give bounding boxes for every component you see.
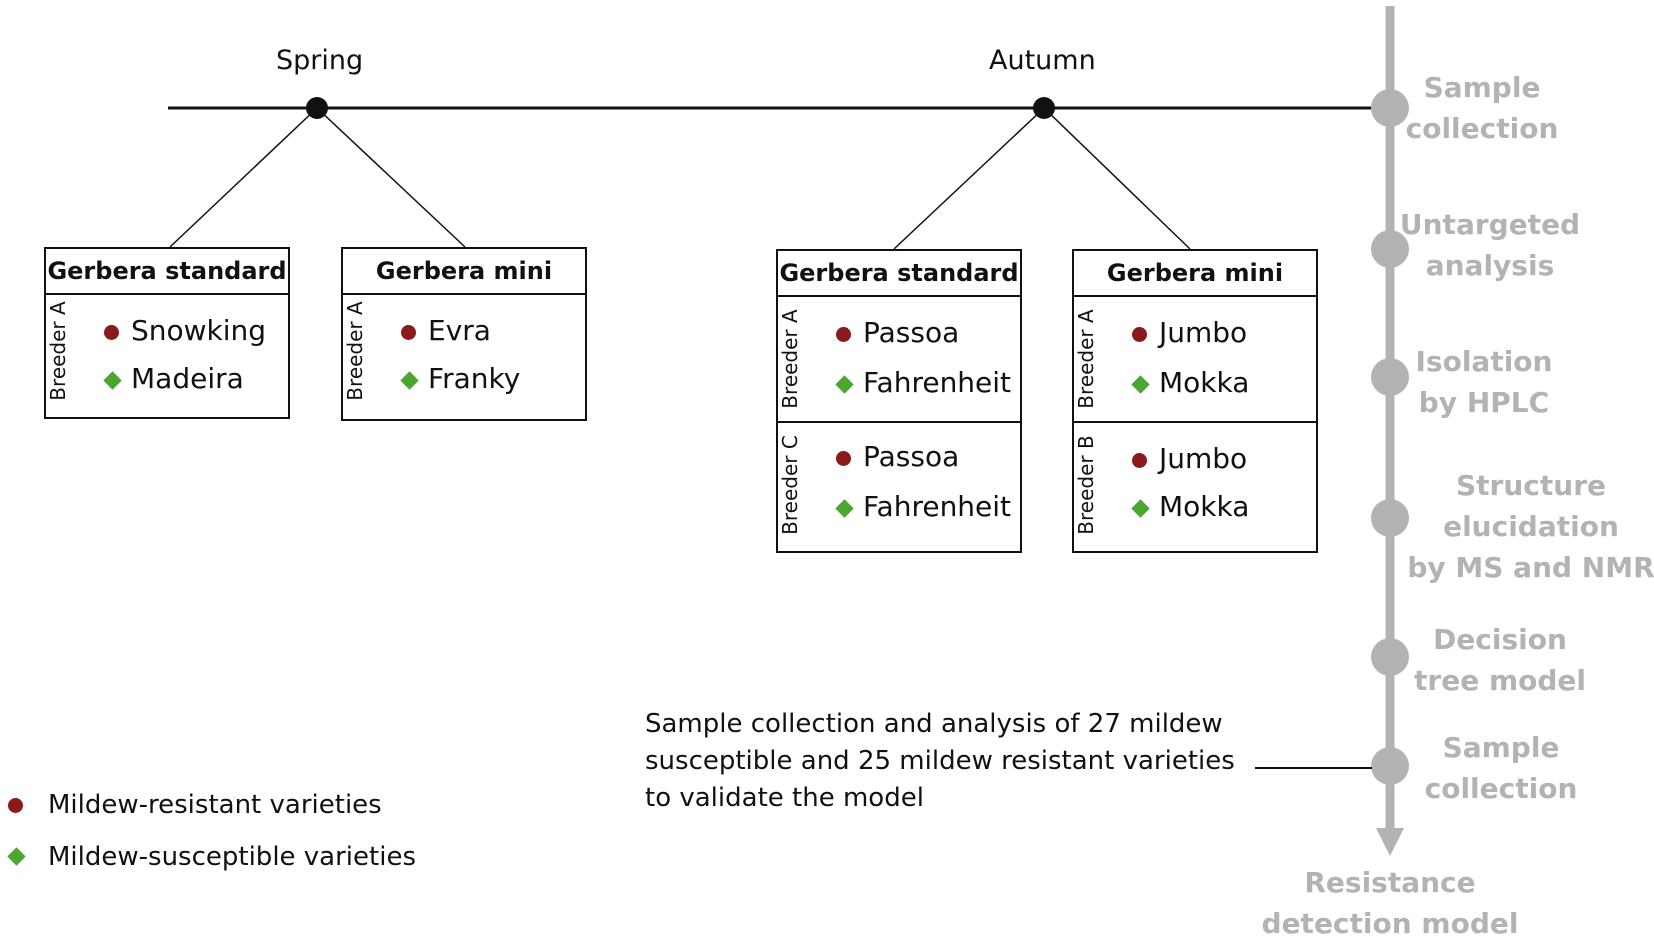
breeder-group: Breeder A Passoa Fahrenheit — [778, 297, 1020, 421]
breeder-group: Breeder A Snowking Madeira — [46, 295, 288, 411]
breeder-group: Breeder B Jumbo Mokka — [1074, 421, 1316, 551]
workflow-node-6 — [1371, 747, 1409, 785]
susceptible-diamond-icon — [835, 374, 854, 394]
autumn-gerbera-mini-box: Gerbera mini Breeder A Jumbo Mokka Breed… — [1072, 249, 1318, 553]
workflow-result-resistance-model: Resistance detection model — [1261, 866, 1519, 940]
breeder-label: Breeder A — [343, 301, 367, 401]
resistant-dot-icon — [836, 450, 851, 466]
resistant-dot-icon — [1132, 452, 1147, 468]
autumn-node — [1033, 97, 1055, 119]
breeder-label: Breeder A — [778, 309, 802, 409]
susceptible-diamond-icon — [1131, 374, 1150, 394]
variety-susceptible: Mokka — [1131, 491, 1249, 523]
autumn-branch-right — [1043, 107, 1191, 250]
breeder-label: Breeder A — [1074, 309, 1098, 409]
susceptible-diamond-icon — [103, 370, 122, 390]
workflow-step-structure-elucidation: Structure elucidation by MS and NMR — [1407, 469, 1654, 584]
spring-branch-right — [316, 107, 466, 248]
resistant-dot-icon — [1132, 326, 1147, 342]
spring-gerbera-standard-box: Gerbera standard Breeder A Snowking Made… — [44, 247, 290, 419]
variety-resistant: Snowking — [104, 315, 266, 347]
variety-resistant: Jumbo — [1132, 317, 1247, 349]
resistant-dot-icon — [836, 326, 851, 342]
autumn-gerbera-standard-box: Gerbera standard Breeder A Passoa Fahren… — [776, 249, 1022, 553]
variety-susceptible: Madeira — [103, 363, 244, 395]
box-title: Gerbera standard — [778, 251, 1020, 297]
workflow-step-decision-tree: Decision tree model — [1414, 623, 1586, 697]
variety-susceptible: Franky — [400, 363, 520, 395]
breeder-group: Breeder A Jumbo Mokka — [1074, 297, 1316, 421]
breeder-group: Breeder C Passoa Fahrenheit — [778, 421, 1020, 551]
breeder-label: Breeder C — [778, 435, 802, 535]
box-title: Gerbera standard — [46, 249, 288, 295]
susceptible-diamond-icon — [400, 370, 419, 390]
workflow-node-2 — [1371, 230, 1409, 268]
spring-node — [306, 97, 328, 119]
variety-susceptible: Mokka — [1131, 367, 1249, 399]
season-label-spring: Spring — [276, 45, 364, 76]
validation-note: Sample collection and analysis of 27 mil… — [645, 709, 1235, 813]
workflow-arrowhead — [1376, 828, 1404, 856]
box-title: Gerbera mini — [343, 249, 585, 295]
breeder-group: Breeder A Evra Franky — [343, 295, 585, 411]
resistant-dot-icon — [8, 798, 23, 813]
resistant-dot-icon — [104, 324, 119, 340]
workflow-node-1 — [1371, 89, 1409, 127]
workflow-step-sample-collection: Sample collection — [1405, 71, 1559, 145]
resistant-dot-icon — [401, 324, 416, 340]
variety-resistant: Jumbo — [1132, 443, 1247, 475]
susceptible-diamond-icon — [835, 498, 854, 518]
spring-gerbera-mini-box: Gerbera mini Breeder A Evra Franky — [341, 247, 587, 421]
breeder-label: Breeder A — [46, 301, 70, 401]
autumn-branch-left — [893, 107, 1045, 250]
variety-resistant: Passoa — [836, 317, 959, 349]
variety-resistant: Passoa — [836, 441, 959, 473]
box-title: Gerbera mini — [1074, 251, 1316, 297]
workflow-step-sample-collection-validation: Sample collection — [1424, 731, 1578, 805]
variety-susceptible: Fahrenheit — [835, 367, 1011, 399]
variety-resistant: Evra — [401, 315, 491, 347]
susceptible-diamond-icon — [1131, 498, 1150, 518]
breeder-label: Breeder B — [1074, 435, 1098, 535]
workflow-node-3 — [1371, 358, 1409, 396]
spring-branch-left — [169, 107, 318, 248]
variety-susceptible: Fahrenheit — [835, 491, 1011, 523]
workflow-step-untargeted-analysis: Untargeted analysis — [1399, 208, 1581, 282]
workflow-node-5 — [1371, 638, 1409, 676]
workflow-step-isolation-hplc: Isolation by HPLC — [1415, 345, 1553, 419]
workflow-node-4 — [1371, 499, 1409, 537]
season-label-autumn: Autumn — [989, 45, 1096, 76]
